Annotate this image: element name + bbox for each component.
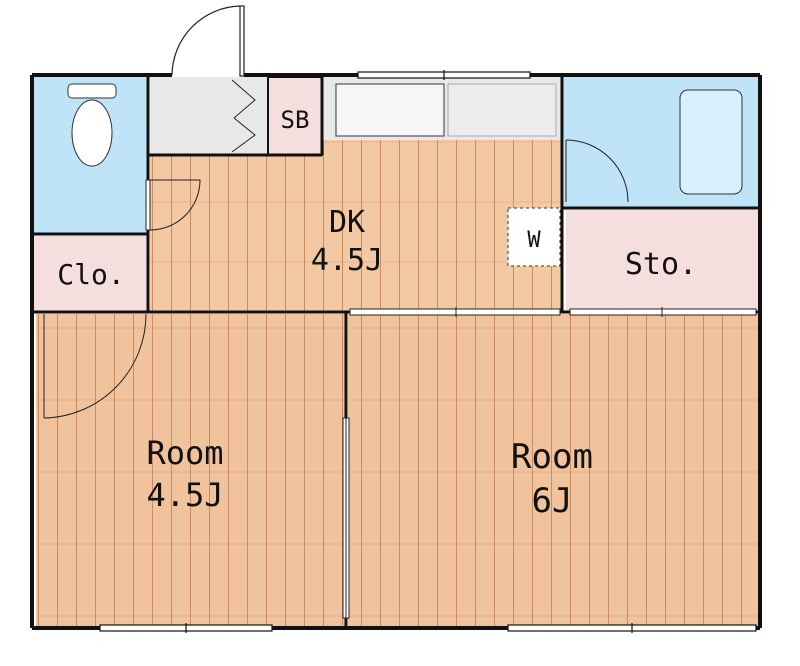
washer-space bbox=[507, 207, 561, 267]
entrance-inner-door bbox=[231, 79, 256, 153]
room-left-name: Room bbox=[146, 434, 223, 472]
storage-room bbox=[566, 210, 758, 312]
dk-sliding-door bbox=[349, 307, 757, 317]
entrance-area bbox=[150, 77, 268, 155]
dk-floor bbox=[150, 140, 562, 312]
room-right-size: 6J bbox=[532, 481, 573, 521]
sliding-door bbox=[342, 417, 350, 619]
room-left-floor bbox=[36, 314, 346, 626]
washer-label: W bbox=[527, 228, 541, 253]
sink-icon bbox=[335, 83, 445, 137]
room-left-door bbox=[43, 313, 147, 419]
dk-name: DK bbox=[329, 205, 365, 240]
bathtub-icon bbox=[679, 89, 743, 195]
storage-label: Sto. bbox=[625, 247, 697, 282]
dk-size: 4.5J bbox=[311, 243, 383, 278]
entrance-door bbox=[171, 5, 245, 77]
bath-door bbox=[565, 139, 629, 203]
room-right-floor bbox=[348, 314, 758, 626]
windows bbox=[99, 70, 757, 633]
room-right-name: Room bbox=[511, 437, 593, 477]
closet-label: Clo. bbox=[57, 258, 124, 291]
closet-room bbox=[34, 236, 148, 312]
toilet-door bbox=[145, 179, 201, 231]
toilet-icon bbox=[67, 83, 117, 167]
shoe-box-label: SB bbox=[281, 106, 310, 134]
room-left-size: 4.5J bbox=[146, 476, 223, 514]
